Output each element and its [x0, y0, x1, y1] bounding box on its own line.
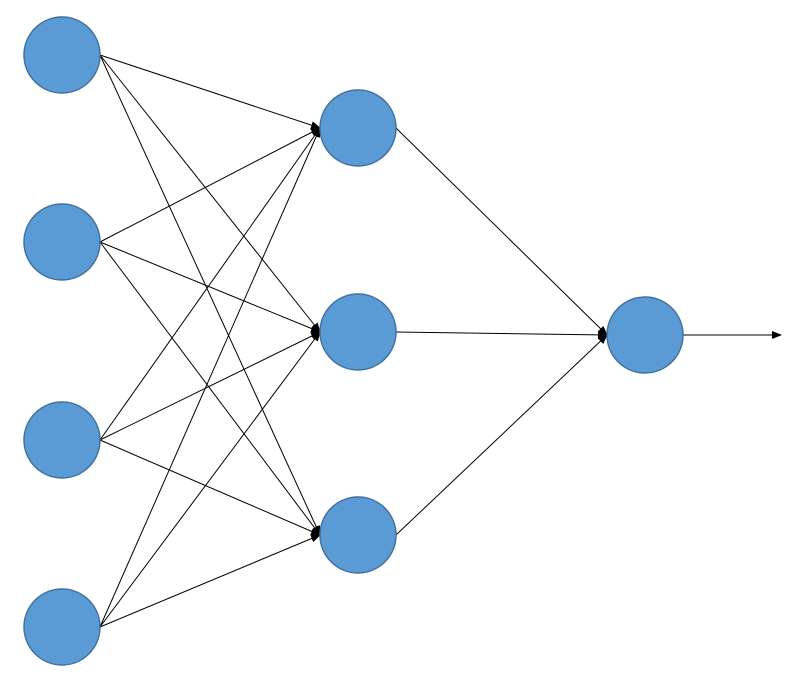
hidden-node-2	[319, 293, 397, 371]
edge-hidden-2-to-output-1	[395, 330, 608, 339]
edge-input-1-to-hidden-2	[99, 54, 321, 333]
input-node-2	[23, 203, 101, 281]
edge-input-3-to-hidden-2	[99, 331, 321, 441]
edge-input-4-to-hidden-1	[99, 127, 321, 628]
edge-input-1-to-hidden-1	[99, 54, 321, 129]
edge-input-2-to-hidden-1	[99, 127, 321, 243]
input-node-1	[23, 16, 101, 94]
edge-input-3-to-hidden-1	[99, 127, 321, 441]
hidden-node-1	[319, 89, 397, 167]
hidden-node-3	[319, 496, 397, 574]
connection-lines	[99, 54, 782, 628]
edge-input-4-to-hidden-3	[99, 534, 321, 628]
edge-hidden-1-to-output-1	[395, 127, 608, 336]
edge-input-4-to-hidden-2	[99, 331, 321, 628]
input-node-3	[23, 401, 101, 479]
edge-input-2-to-hidden-2	[99, 241, 321, 333]
neuron-nodes	[23, 16, 684, 666]
input-node-4	[23, 588, 101, 666]
edge-hidden-3-to-output-1	[395, 334, 608, 536]
output-node-1	[606, 296, 684, 374]
edge-input-2-to-hidden-3	[99, 241, 321, 536]
edge-input-1-to-hidden-3	[99, 54, 321, 536]
edge-input-3-to-hidden-3	[99, 439, 321, 536]
